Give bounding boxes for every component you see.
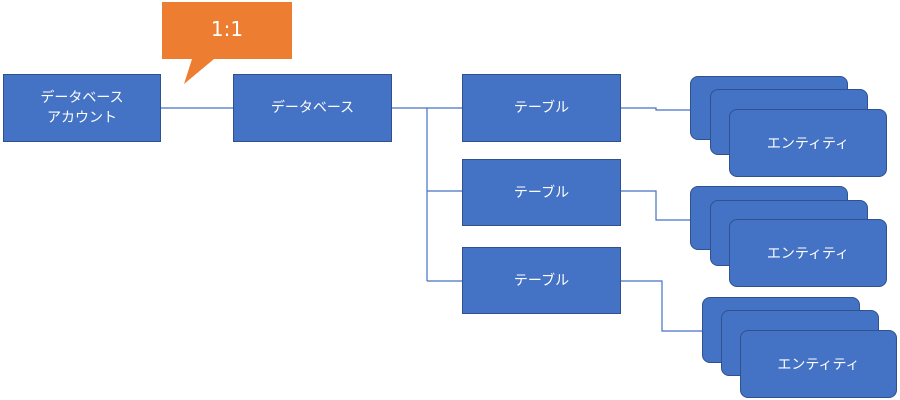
callout-shape — [162, 2, 292, 84]
table-box-3: テーブル — [462, 247, 621, 314]
entity-stack-2-front: エンティティ — [729, 219, 887, 287]
table-box-1: テーブル — [462, 74, 621, 142]
connector-table1-entity — [621, 107, 691, 111]
callout-label: 1:1 — [210, 17, 244, 41]
table-box-2: テーブル — [462, 159, 621, 226]
database-account-box: データベース アカウント — [3, 74, 161, 142]
entity-stack-1-front: エンティティ — [729, 109, 887, 177]
database-box: データベース — [233, 74, 392, 142]
connector-table3-entity — [621, 280, 703, 332]
connector-table2-entity — [621, 190, 691, 221]
entity-stack-3-front: エンティティ — [740, 330, 897, 398]
